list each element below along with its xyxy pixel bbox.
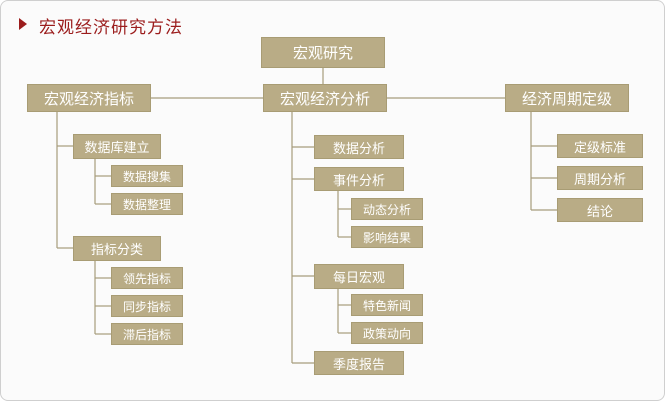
node-root: 宏观研究	[261, 37, 385, 68]
node-level3: 领先指标	[111, 267, 183, 289]
node-level3: 数据整理	[111, 193, 183, 215]
node-level1: 宏观经济指标	[27, 84, 151, 112]
node-level2: 结论	[557, 198, 643, 222]
node-level3: 同步指标	[111, 295, 183, 317]
node-level2: 事件分析	[314, 167, 404, 191]
diagram-title: 宏观经济研究方法	[39, 18, 183, 38]
triangle-bullet-icon	[19, 18, 27, 30]
node-level2: 数据分析	[314, 135, 404, 159]
node-level3: 特色新闻	[351, 294, 423, 316]
node-level3: 动态分析	[351, 198, 423, 220]
node-level3: 数据搜集	[111, 165, 183, 187]
node-level1: 经济周期定级	[505, 84, 629, 112]
node-level2: 数据库建立	[73, 134, 161, 159]
node-level3: 影响结果	[351, 226, 423, 248]
node-level3: 滞后指标	[111, 323, 183, 345]
node-level2: 周期分析	[557, 166, 643, 190]
node-level3: 政策动向	[351, 322, 423, 344]
node-level2: 每日宏观	[314, 264, 404, 289]
node-level2: 指标分类	[73, 236, 161, 261]
node-level1: 宏观经济分析	[263, 84, 387, 112]
node-level2: 定级标准	[557, 134, 643, 158]
node-level2: 季度报告	[314, 351, 404, 375]
